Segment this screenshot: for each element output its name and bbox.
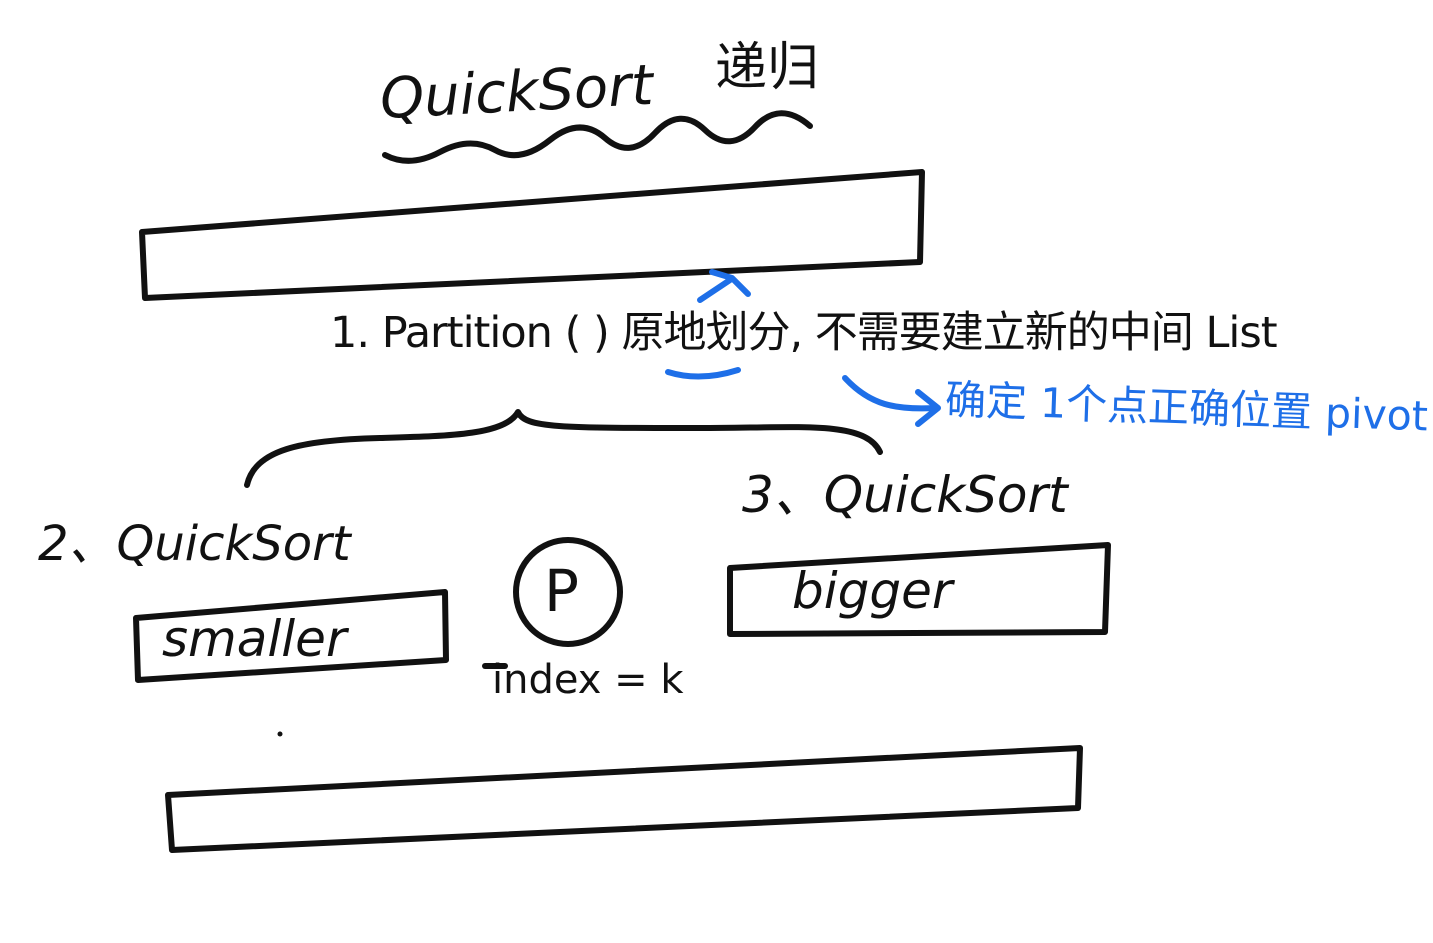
- partition-brace: [244, 409, 883, 488]
- smaller-box-label: smaller: [162, 610, 347, 668]
- title-wavy-underline: [382, 110, 813, 164]
- inplace-underline: [665, 367, 741, 380]
- title-recursion-note: 递归: [715, 38, 820, 98]
- pivot-index-label: index = k: [492, 657, 684, 703]
- pivot-arrow: [842, 375, 941, 427]
- smaller-box: [133, 589, 449, 683]
- bigger-box: [727, 542, 1111, 637]
- stray-dot: [277, 731, 283, 737]
- step2-label: 2、QuickSort: [38, 516, 351, 572]
- step3-label: 3、QuickSort: [742, 466, 1068, 524]
- step1-partition-text: 1. Partition ( ) 原地划分, 不需要建立新的中间 List: [330, 308, 1278, 358]
- full-array-bar: [139, 169, 925, 301]
- up-arrow-to-bar: [697, 269, 751, 303]
- pivot-symbol: P: [544, 557, 579, 625]
- title-quicksort: QuickSort: [378, 52, 655, 133]
- pivot-circle: [513, 537, 623, 647]
- bigger-box-label: bigger: [792, 562, 953, 620]
- result-bar: [165, 745, 1083, 853]
